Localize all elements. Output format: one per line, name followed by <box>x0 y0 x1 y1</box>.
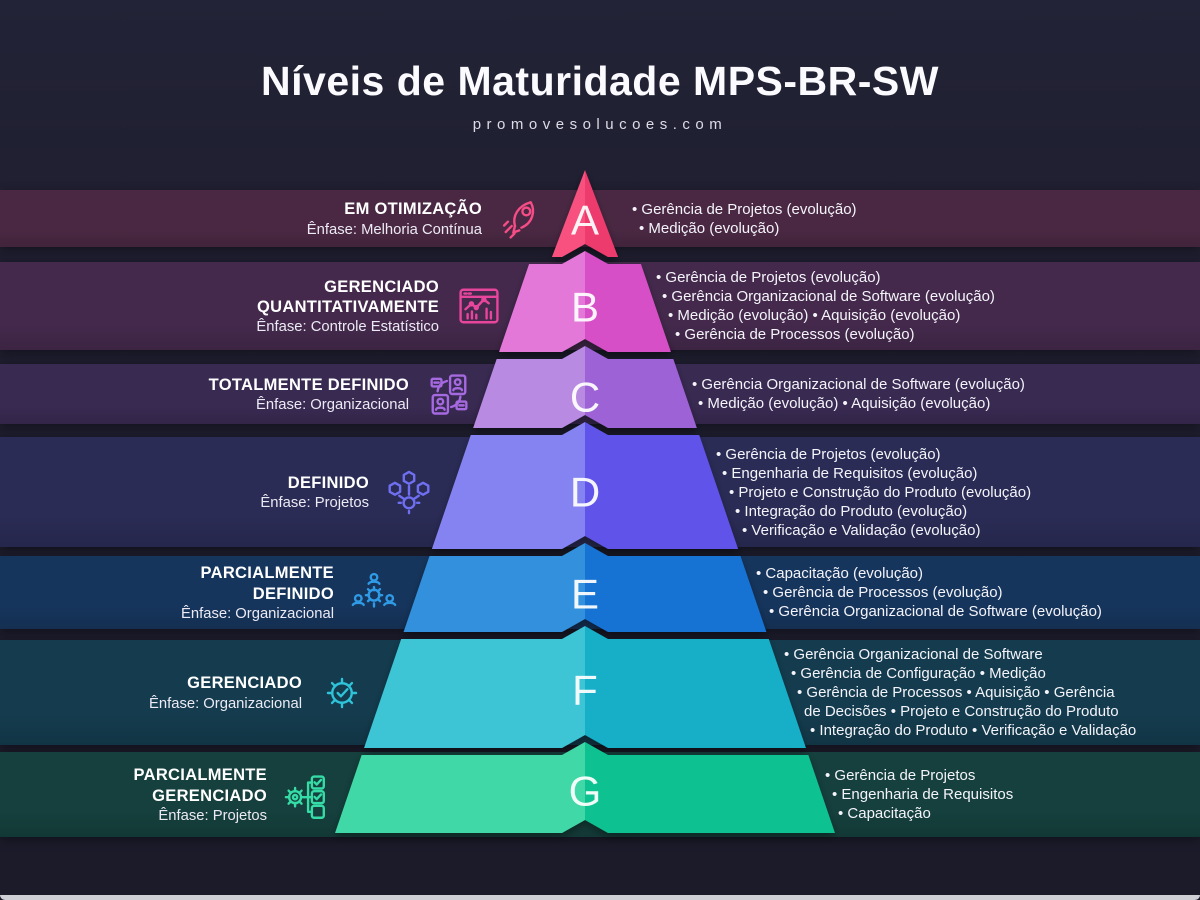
level-c-label-text: TOTALMENTE DEFINIDO Ênfase: Organizaciona… <box>209 375 409 413</box>
level-e-item: • Gerência de Processos (evolução) <box>763 584 1003 601</box>
level-f-item: • Integração do Produto • Verificação e … <box>810 722 1137 739</box>
level-a-label-text: EM OTIMIZAÇÃO Ênfase: Melhoria Contínua <box>307 199 482 237</box>
level-a-item: • Gerência de Projetos (evolução) <box>632 200 857 218</box>
analytics-chart-icon <box>453 280 505 332</box>
level-g-item: • Capacitação <box>838 805 931 822</box>
level-f-label-text: GERENCIADO Ênfase: Organizacional <box>149 673 302 711</box>
org-people-icon <box>423 368 475 420</box>
level-f-title: GERENCIADO <box>187 674 302 693</box>
level-g-emphasis: Ênfase: Projetos <box>158 807 267 824</box>
level-a-title: EM OTIMIZAÇÃO <box>344 200 482 219</box>
level-c-items: • Gerência Organizacional de Software (e… <box>585 375 1200 413</box>
level-a-emphasis: Ênfase: Melhoria Contínua <box>306 221 482 238</box>
level-d-label-text: DEFINIDO Ênfase: Projetos <box>260 473 369 511</box>
level-b-item: • Gerência de Processos (evolução) <box>675 326 915 343</box>
gear-checklist-icon <box>281 769 333 821</box>
level-f-items: • Gerência Organizacional de Software • G… <box>585 645 1200 740</box>
level-d-emphasis: Ênfase: Projetos <box>260 495 369 512</box>
website-url: promovesolucoes.com <box>472 116 728 133</box>
level-b-title: GERENCIADO QUANTITATIVAMENTE <box>257 277 439 316</box>
level-c-item: • Medição (evolução) • Aquisição (evoluç… <box>698 395 991 412</box>
level-f-item: de Decisões • Projeto e Construção do Pr… <box>804 703 1119 720</box>
level-c-emphasis: Ênfase: Organizacional <box>256 397 409 414</box>
level-b-emphasis: Ênfase: Controle Estatístico <box>256 319 439 336</box>
level-e-label-group: PARCIALMENTE DEFINIDO Ênfase: Organizacio… <box>0 556 400 629</box>
level-c-item: • Gerência Organizacional de Software (e… <box>692 376 1025 393</box>
level-b-item: • Gerência de Projetos (evolução) <box>656 269 881 286</box>
level-f-label-group: GERENCIADO Ênfase: Organizacional <box>0 640 368 745</box>
level-e-item: • Gerência Organizacional de Software (e… <box>769 603 1102 620</box>
level-g-item: • Engenharia de Requisitos <box>832 786 1014 803</box>
level-a-label-group: EM OTIMIZAÇÃO Ênfase: Melhoria Contínua <box>0 190 548 247</box>
level-e-items: • Capacitação (evolução) • Gerência de Pr… <box>585 564 1200 621</box>
level-g-items: • Gerência de Projetos • Engenharia de Re… <box>585 766 1200 823</box>
gear-check-icon <box>316 667 368 719</box>
level-a-item: • Medição (evolução) <box>639 219 780 237</box>
level-c-label-group: TOTALMENTE DEFINIDO Ênfase: Organizaciona… <box>0 364 475 424</box>
level-g-label-group: PARCIALMENTE GERENCIADO Ênfase: Projetos <box>0 752 333 837</box>
level-d-items: • Gerência de Projetos (evolução)• Engen… <box>585 445 1200 540</box>
level-g-item: • Gerência de Projetos <box>825 767 976 784</box>
level-b-label-group: GERENCIADO QUANTITATIVAMENTE Ênfase: Cont… <box>0 262 505 350</box>
level-f-item: • Gerência Organizacional de Software <box>784 646 1043 663</box>
level-d-item: • Engenharia de Requisitos (evolução) <box>722 464 978 482</box>
level-g-title: PARCIALMENTE GERENCIADO <box>133 766 267 805</box>
level-e-title: PARCIALMENTE DEFINIDO <box>200 564 334 603</box>
rocket-icon <box>496 193 548 245</box>
cubes-gear-icon <box>383 466 435 518</box>
level-e-label-text: PARCIALMENTE DEFINIDO Ênfase: Organizacio… <box>181 563 334 621</box>
level-e-item: • Capacitação (evolução) <box>756 565 924 582</box>
level-a-items: • Gerência de Projetos (evolução)• Mediç… <box>585 200 1200 238</box>
level-b-item: • Gerência Organizacional de Software (e… <box>662 288 995 305</box>
level-d-item: • Projeto e Construção do Produto (evolu… <box>729 483 1032 501</box>
level-d-title: DEFINIDO <box>287 473 369 492</box>
page-title: Níveis de Maturidade MPS-BR-SW <box>261 58 939 104</box>
team-process-icon <box>348 567 400 619</box>
level-f-item: • Gerência de Processos • Aquisição • Ge… <box>797 684 1115 701</box>
level-d-item: • Gerência de Projetos (evolução) <box>716 445 941 463</box>
level-d-item: • Verificação e Validação (evolução) <box>742 521 981 539</box>
level-b-item: • Medição (evolução) • Aquisição (evoluç… <box>668 307 961 324</box>
level-f-emphasis: Ênfase: Organizacional <box>149 695 302 712</box>
level-d-item: • Integração do Produto (evolução) <box>735 502 968 520</box>
level-e-emphasis: Ênfase: Organizacional <box>181 605 334 622</box>
level-g-label-text: PARCIALMENTE GERENCIADO Ênfase: Projetos <box>134 765 267 823</box>
level-b-items: • Gerência de Projetos (evolução) • Gerên… <box>585 268 1200 344</box>
page-bottom-edge <box>0 895 1200 900</box>
level-f-item: • Gerência de Configuração • Medição <box>791 665 1046 682</box>
level-b-label-text: GERENCIADO QUANTITATIVAMENTE Ênfase: Cont… <box>256 277 439 335</box>
level-c-title: TOTALMENTE DEFINIDO <box>208 375 409 394</box>
level-d-label-group: DEFINIDO Ênfase: Projetos <box>0 437 435 547</box>
